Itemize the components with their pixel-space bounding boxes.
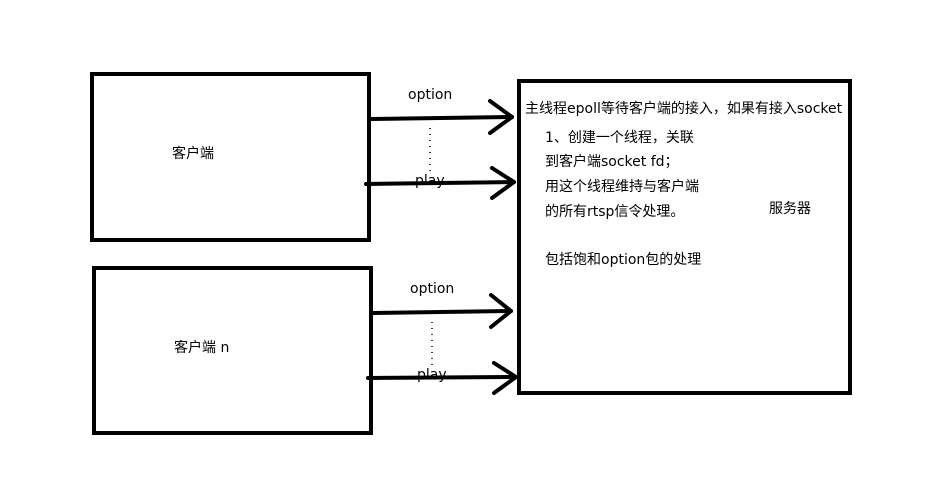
client-box-2: 客户端 n — [92, 266, 373, 435]
play-label-2: play — [417, 367, 447, 383]
play-arrow-2 — [366, 361, 518, 395]
play-arrow-1 — [364, 166, 516, 200]
server-step-3: 用这个线程维持与客户端 — [545, 179, 699, 195]
client-box-1: 客户端 — [90, 72, 371, 242]
server-step-4: 的所有rtsp信令处理。 — [545, 204, 685, 220]
server-note: 包括饱和option包的处理 — [545, 252, 702, 268]
server-step-2: 到客户端socket fd； — [545, 154, 679, 170]
server-label: 服务器 — [769, 201, 811, 217]
option-arrow-2 — [371, 293, 513, 329]
option-label-1: option — [408, 87, 453, 103]
option-label-2: option — [410, 281, 455, 297]
client-label-2: 客户端 n — [174, 340, 230, 356]
play-label-1: play — [415, 173, 445, 189]
option-arrow-1 — [369, 99, 514, 135]
server-step-1: 1、创建一个线程，关联 — [545, 130, 694, 146]
server-box: 主线程epoll等待客户端的接入，如果有接入socket 1、创建一个线程，关联… — [517, 79, 852, 395]
client-label-1: 客户端 — [172, 146, 214, 162]
server-header: 主线程epoll等待客户端的接入，如果有接入socket — [525, 101, 843, 117]
